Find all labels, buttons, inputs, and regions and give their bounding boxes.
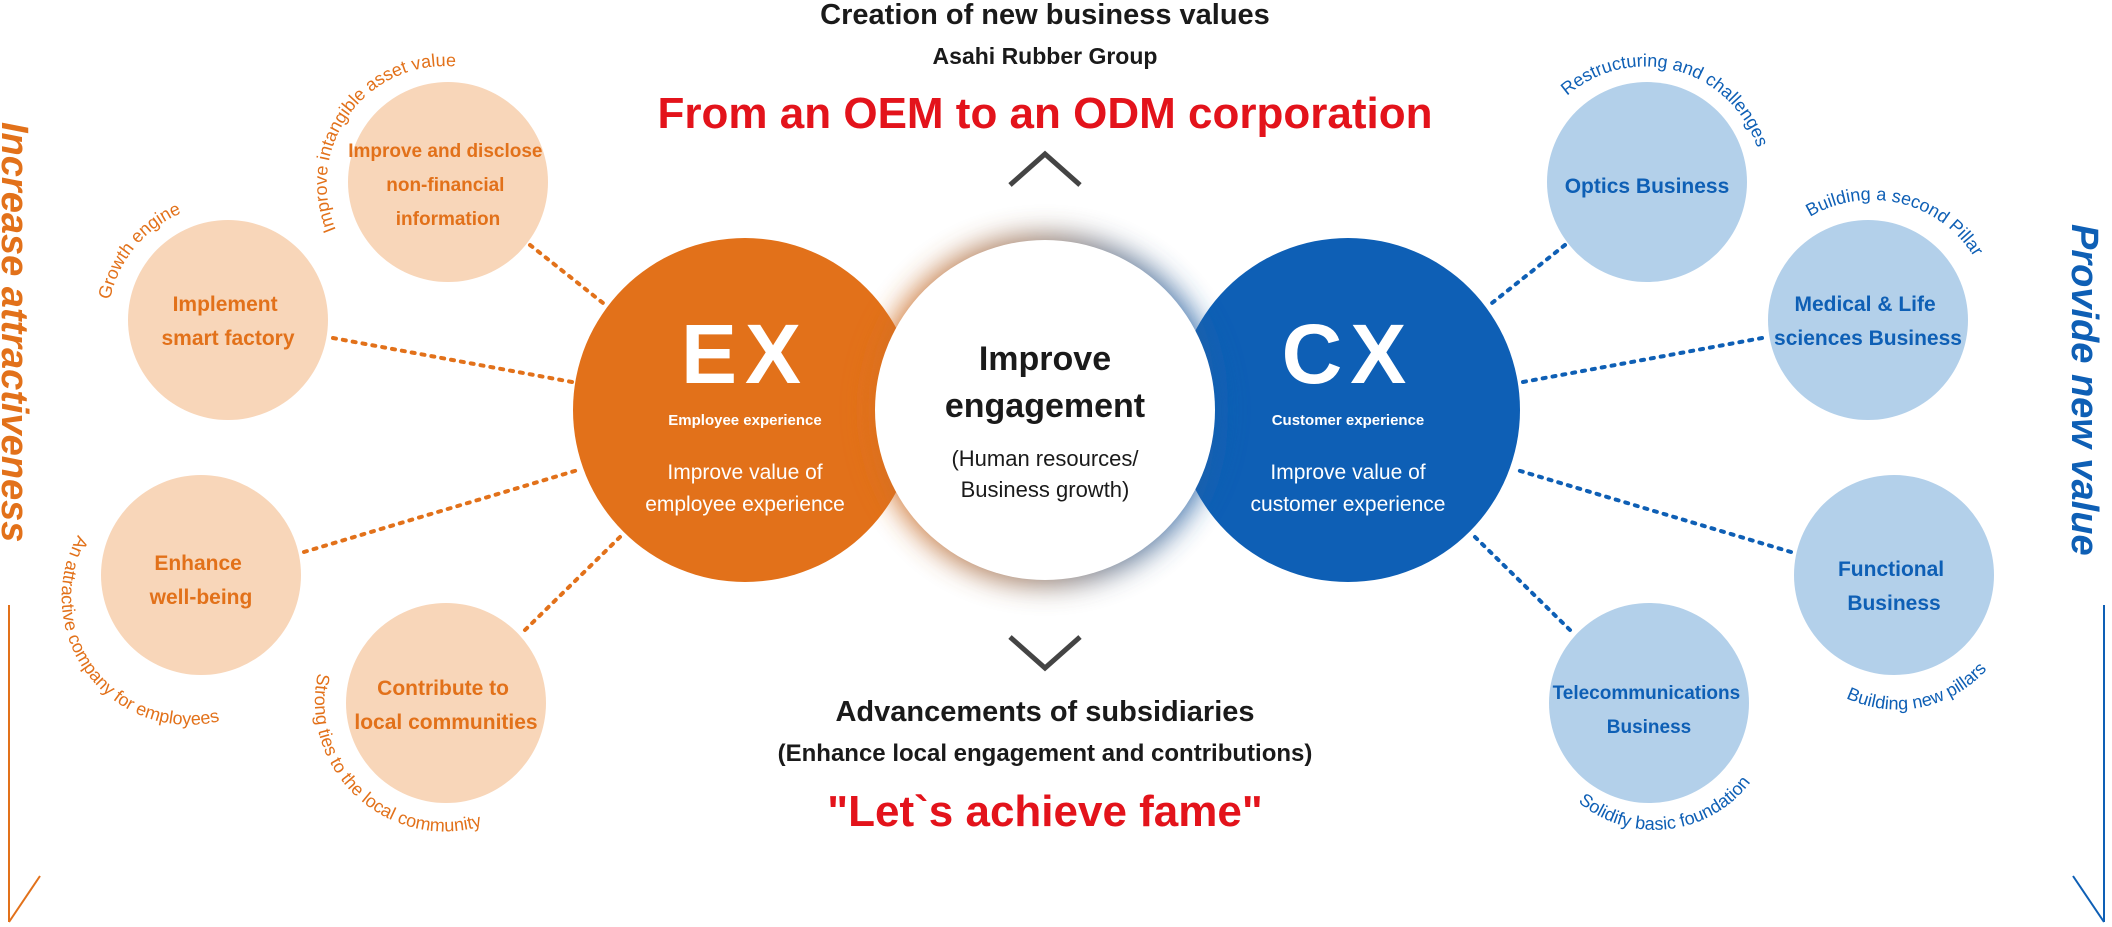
ex-line-2: employee experience [645,493,845,516]
svg-text:Enhance well-being: Enhance well-being [149,552,253,609]
chevron-down-icon [1008,635,1082,672]
header-group: Asahi Rubber Group [933,43,1158,69]
engagement-title-1: Improve [979,340,1111,378]
left-node-well-being: Enhance well-being [101,475,301,675]
ex-label: Employee experience [668,412,821,429]
svg-text:Improve and disclose non: Improve and disclose non-financial infor… [348,141,548,230]
svg-text:Telecommunications Busin: Telecommunications Business [1553,683,1746,738]
node-label: Enhance [154,552,242,575]
cx-title: CX [1282,307,1415,401]
node-label: non-financial [386,175,504,196]
svg-text:Optics Business: Optics Business [1565,175,1730,198]
node-label: local communities [354,711,537,734]
svg-text:Functional Business: Functional Business [1838,558,1950,615]
node-label: Telecommunications [1553,683,1741,704]
svg-text:Implement smart factory: Implement smart factory [161,293,294,350]
footer-subtitle: (Enhance local engagement and contributi… [778,740,1313,767]
chevron-up-icon [1008,150,1082,187]
side-label-right: Provide new value [2063,224,2105,556]
footer-slogan: "Let`s achieve fame" [827,787,1262,836]
side-arrow-right [2072,875,2105,923]
cx-line-1: Improve value of [1270,461,1425,484]
engagement-circle: Improve engagement (Human resources/ Bus… [870,235,1220,585]
node-label: Business [1607,717,1691,738]
ex-circle: EX Employee experience Improve value of … [573,238,917,582]
engagement-sub-2: Business growth) [961,477,1130,502]
header-title: Creation of new business values [820,0,1270,31]
node-label: Business [1847,592,1940,615]
cx-label: Customer experience [1272,412,1425,429]
right-node-medical: Medical & Life sciences Business [1768,220,1968,420]
left-node-disclose: Improve and disclose non-financial infor… [348,82,548,282]
node-label: Improve and disclose [348,141,542,162]
svg-text:Medical & Life sciences: Medical & Life sciences Business [1774,293,1962,350]
right-node-optics: Optics Business [1547,82,1747,282]
node-label: information [396,209,501,230]
left-node-smart-factory: Implement smart factory [128,220,328,420]
node-label: Medical & Life [1794,293,1935,316]
node-label: well-being [149,586,253,609]
node-label: Optics Business [1565,175,1730,198]
node-label: sciences Business [1774,327,1962,350]
engagement-sub-1: (Human resources/ [951,446,1139,471]
footer-title: Advancements of subsidiaries [835,696,1254,728]
ex-title: EX [681,307,809,401]
right-node-functional: Functional Business [1794,475,1994,675]
connectors-right [1473,243,1793,632]
side-label-left: Increase attractiveness [0,122,35,542]
svg-text:Contribute to local comm: Contribute to local communities [354,677,537,734]
node-label: Implement [173,293,278,316]
connectors-left [302,243,622,632]
cx-line-2: customer experience [1251,493,1446,516]
header-headline: From an OEM to an ODM corporation [658,89,1433,138]
side-arrow-left [8,875,41,923]
node-label: Functional [1838,558,1944,581]
node-label: smart factory [161,327,294,350]
right-node-telecom: Telecommunications Business [1549,603,1749,803]
left-node-local-communities: Contribute to local communities [346,603,546,803]
ex-line-1: Improve value of [667,461,822,484]
cx-circle: CX Customer experience Improve value of … [1176,238,1520,582]
node-label: Contribute to [377,677,509,700]
engagement-title-2: engagement [945,387,1145,425]
